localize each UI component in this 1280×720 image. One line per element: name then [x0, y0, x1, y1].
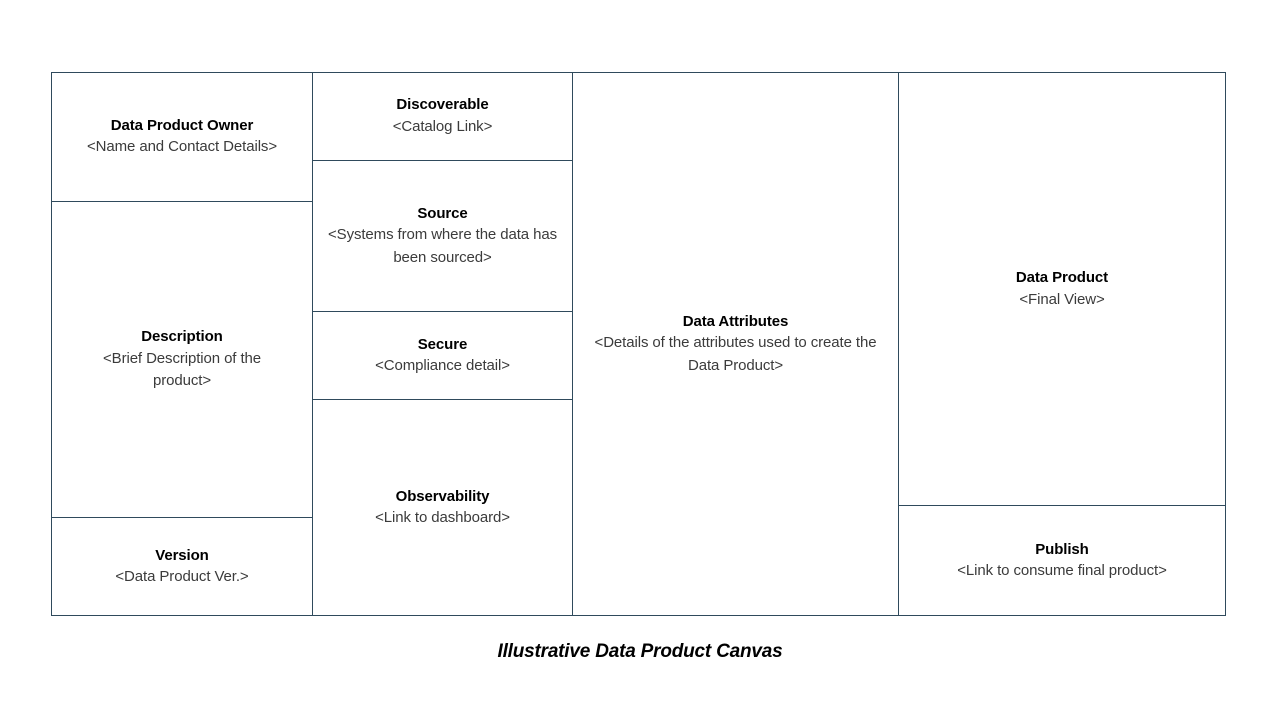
cell-subtitle-version: <Data Product Ver.> — [115, 568, 249, 586]
cell-description[interactable]: Description <Brief Description of the pr… — [52, 200, 312, 518]
cell-source[interactable]: Source <Systems from where the data has … — [313, 159, 572, 311]
cell-title-data-attributes: Data Attributes — [682, 312, 789, 330]
cell-title-source: Source — [417, 204, 468, 222]
cell-subtitle-source: <Systems from where the data has been so… — [328, 226, 557, 266]
cell-subtitle-data-attributes: <Details of the attributes used to creat… — [594, 334, 877, 374]
cell-subtitle-data-product-owner: <Name and Contact Details> — [86, 138, 277, 156]
canvas-column-1: Data Product Owner <Name and Contact Det… — [51, 72, 312, 616]
canvas-grid: Data Product Owner <Name and Contact Det… — [51, 72, 1226, 616]
cell-title-version: Version — [155, 546, 209, 564]
cell-title-secure: Secure — [417, 335, 468, 353]
cell-title-discoverable: Discoverable — [396, 96, 489, 114]
cell-title-observability: Observability — [395, 487, 490, 505]
canvas-column-4: Data Product <Final View> Publish <Link … — [898, 72, 1226, 616]
cell-subtitle-discoverable: <Catalog Link> — [392, 117, 493, 135]
cell-observability[interactable]: Observability <Link to dashboard> — [313, 398, 572, 615]
cell-secure[interactable]: Secure <Compliance detail> — [313, 311, 572, 399]
cell-subtitle-description: <Brief Description of the product> — [103, 349, 261, 390]
cell-title-publish: Publish — [1035, 540, 1089, 558]
cell-subtitle-publish: <Link to consume final product> — [957, 562, 1167, 580]
cell-version[interactable]: Version <Data Product Ver.> — [52, 517, 312, 615]
cell-subtitle-data-product: <Final View> — [1019, 290, 1105, 308]
cell-publish[interactable]: Publish <Link to consume final product> — [899, 505, 1225, 615]
cell-subtitle-secure: <Compliance detail> — [375, 356, 510, 374]
cell-discoverable[interactable]: Discoverable <Catalog Link> — [313, 73, 572, 160]
cell-title-data-product-owner: Data Product Owner — [110, 116, 254, 134]
cell-data-attributes[interactable]: Data Attributes <Details of the attribut… — [573, 73, 898, 615]
diagram-caption: Illustrative Data Product Canvas — [497, 641, 783, 662]
canvas-column-2: Discoverable <Catalog Link> Source <Syst… — [312, 72, 572, 616]
canvas-column-3: Data Attributes <Details of the attribut… — [572, 72, 898, 616]
cell-data-product-owner[interactable]: Data Product Owner <Name and Contact Det… — [52, 73, 312, 201]
cell-title-description: Description — [141, 328, 223, 346]
cell-subtitle-observability: <Link to dashboard> — [375, 508, 510, 526]
cell-title-data-product: Data Product — [1015, 269, 1109, 287]
cell-data-product[interactable]: Data Product <Final View> — [899, 73, 1225, 505]
